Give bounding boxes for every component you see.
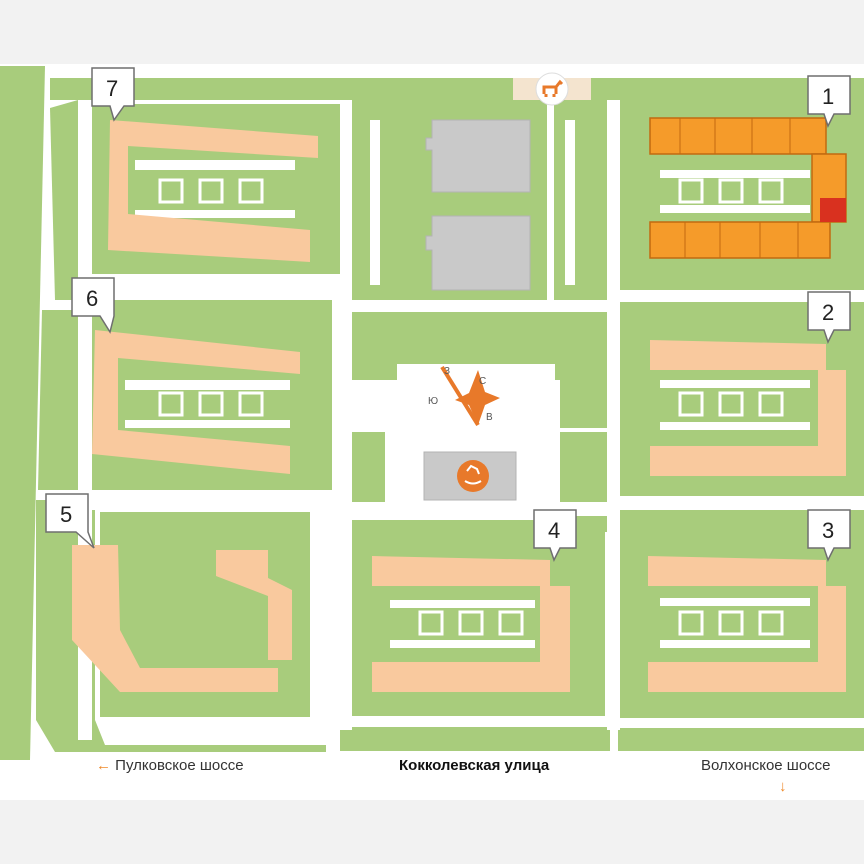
- compass-west: З: [444, 366, 450, 377]
- callout-2[interactable]: 2: [807, 291, 851, 344]
- building-3[interactable]: [648, 556, 846, 692]
- callout-6[interactable]: 6: [71, 277, 115, 334]
- callout-5[interactable]: 5: [45, 493, 95, 549]
- kindergarten: [423, 451, 517, 501]
- arrow-down-icon: ↓: [779, 778, 787, 795]
- street-label-left: ← Пулковское шоссе: [96, 757, 244, 774]
- svg-text:1: 1: [822, 84, 834, 109]
- dog-icon: [535, 72, 569, 106]
- svg-text:3: 3: [822, 518, 834, 543]
- parking-lot-north: [425, 119, 531, 193]
- building-2[interactable]: [650, 340, 846, 476]
- building-1-highlight: [820, 198, 846, 222]
- compass-south: Ю: [428, 396, 438, 407]
- courtyard-details: [158, 178, 784, 636]
- building-5[interactable]: [72, 545, 292, 692]
- building-4[interactable]: [372, 556, 570, 692]
- callout-1[interactable]: 1: [807, 75, 851, 128]
- street-name-pulkovskoe: Пулковское шоссе: [115, 757, 244, 774]
- building-1[interactable]: [649, 117, 847, 259]
- street-name-volkhonskoe: Волхонское шоссе: [701, 757, 831, 774]
- parking-lots: [425, 119, 531, 291]
- svg-text:2: 2: [822, 300, 834, 325]
- callout-3[interactable]: 3: [807, 509, 851, 562]
- callout-7[interactable]: 7: [91, 67, 135, 122]
- svg-text:6: 6: [86, 286, 98, 311]
- callout-4[interactable]: 4: [533, 509, 577, 562]
- building-6[interactable]: [92, 330, 300, 474]
- arrow-left-icon: ←: [96, 757, 111, 774]
- svg-text:4: 4: [548, 518, 560, 543]
- parking-lot-south: [425, 215, 531, 291]
- street-label-main: Кокколевская улица: [399, 757, 549, 774]
- svg-text:7: 7: [106, 76, 118, 101]
- svg-text:5: 5: [60, 502, 72, 527]
- compass-east: В: [486, 412, 493, 423]
- compass-icon: [440, 365, 500, 427]
- building-7[interactable]: [108, 120, 318, 262]
- compass-north: С: [479, 376, 486, 387]
- dog-walking-area: [513, 72, 591, 106]
- street-label-right: Волхонское шоссе: [701, 757, 831, 774]
- street-name-kokkolevskaya: Кокколевская улица: [399, 757, 550, 774]
- rocking-horse-icon: [457, 460, 489, 492]
